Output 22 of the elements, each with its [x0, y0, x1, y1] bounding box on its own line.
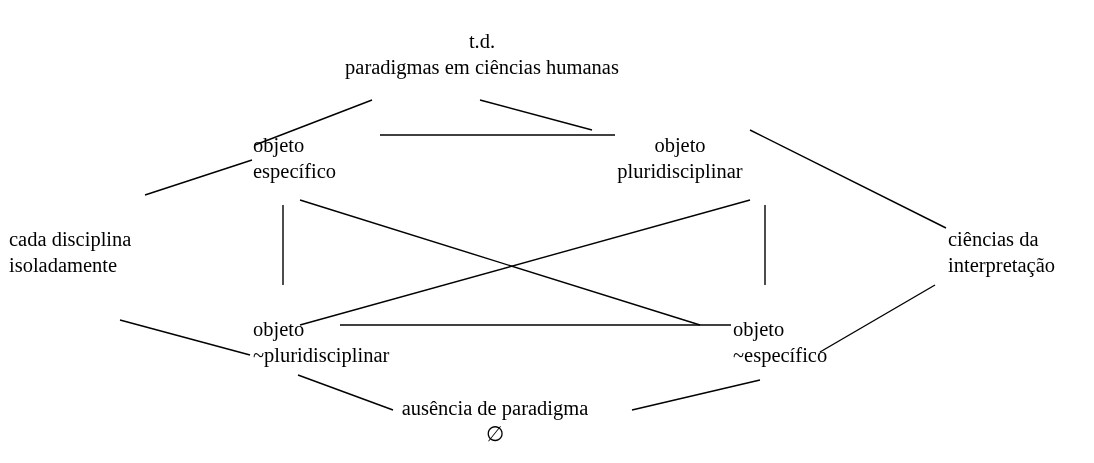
- connector-line: [749, 129, 947, 229]
- connector-line: [631, 379, 761, 411]
- connector-line: [119, 319, 251, 356]
- node-label: t.d.: [467, 29, 497, 54]
- connector-line: [282, 204, 284, 286]
- connector-line: [479, 99, 593, 131]
- node-label: ciências da interpretação: [948, 227, 1056, 278]
- node-label: ∅: [485, 422, 505, 447]
- connector-line: [144, 159, 253, 196]
- node-label: objeto ~específico: [733, 317, 829, 368]
- connector-line: [339, 324, 732, 326]
- connector-line: [379, 134, 616, 136]
- node-label: cada disciplina isoladamente: [9, 227, 133, 278]
- connector-line: [297, 374, 394, 411]
- connector-line: [819, 284, 936, 353]
- connector-line: [764, 204, 766, 286]
- node-label: objeto ~pluridisciplinar: [253, 317, 391, 368]
- connector-line: [254, 99, 373, 146]
- node-label: objeto específico: [253, 133, 338, 184]
- node-label: objeto pluridisciplinar: [616, 133, 744, 184]
- node-label: paradigmas em ciências humanas: [344, 55, 620, 80]
- node-label: ausência de paradigma: [400, 396, 590, 421]
